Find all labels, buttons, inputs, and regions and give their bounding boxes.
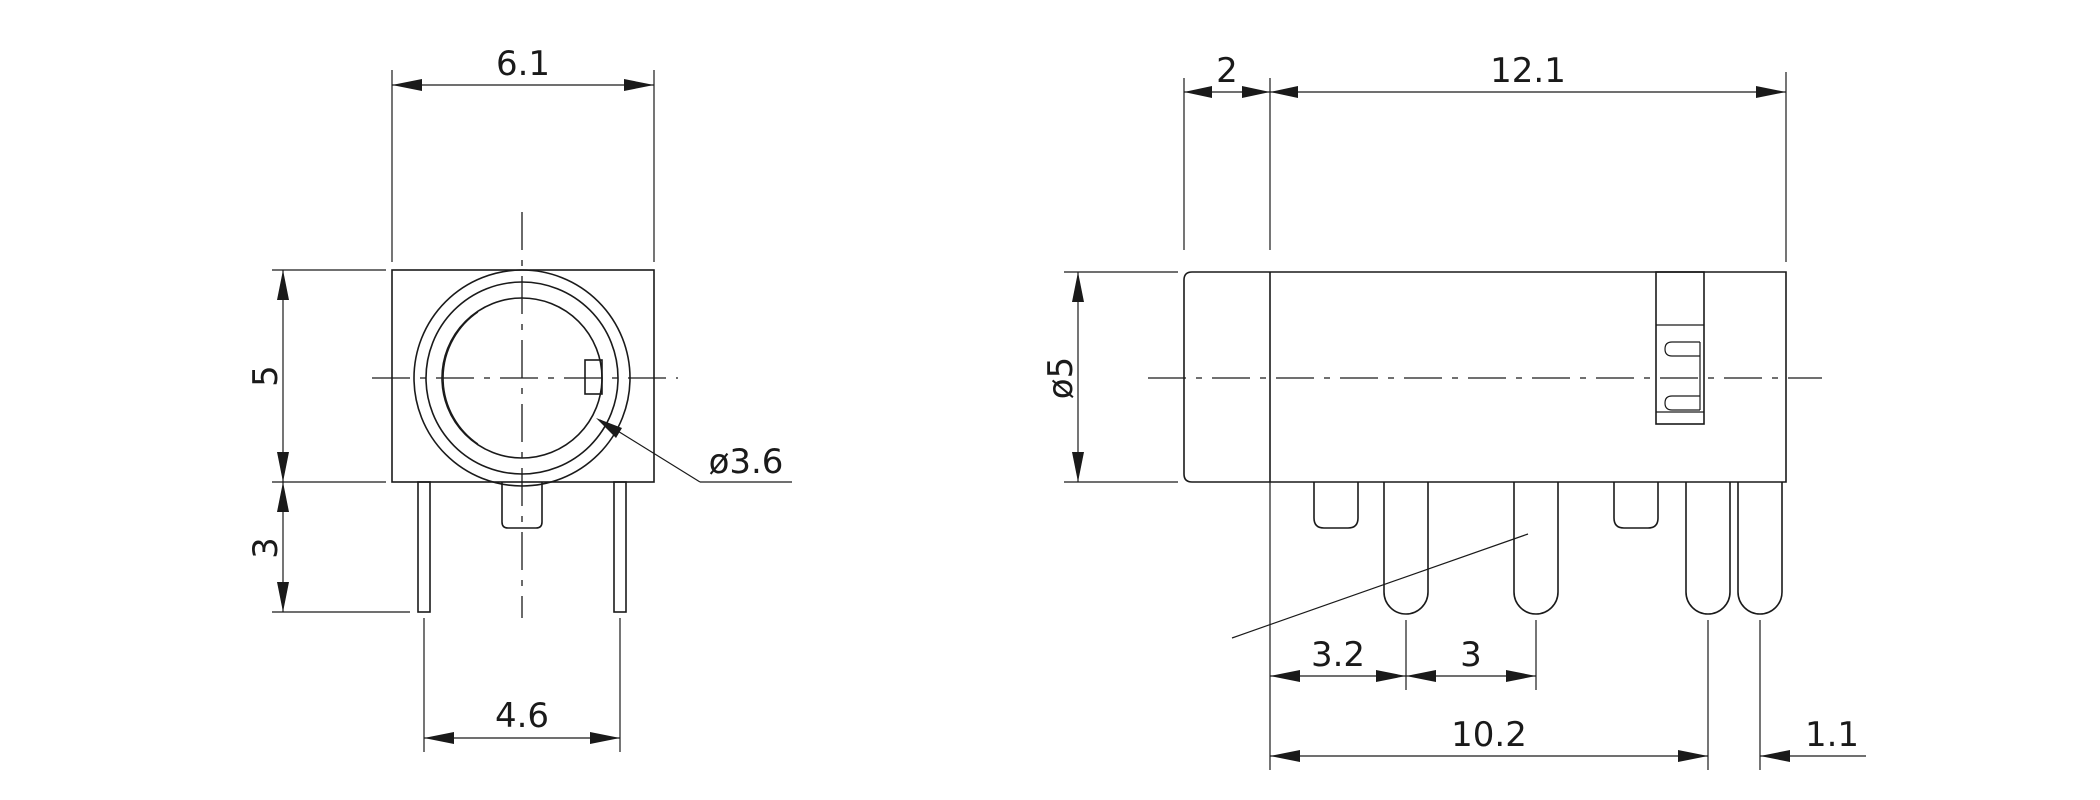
arrowhead bbox=[1072, 452, 1084, 482]
height-dim-label: 5 bbox=[246, 365, 286, 387]
arrowhead bbox=[590, 732, 620, 744]
arrowhead bbox=[1270, 750, 1300, 762]
front-body-outline bbox=[391, 269, 655, 483]
front-view: 6.1 5 3 4.6 ø3.6 bbox=[246, 44, 792, 752]
arrowhead bbox=[1270, 86, 1298, 98]
side-body-outline bbox=[1183, 271, 1787, 483]
flange-dim-label: 2 bbox=[1216, 51, 1238, 91]
overall-pin-dim-label: 10.2 bbox=[1451, 715, 1527, 755]
long-pin-4 bbox=[1737, 482, 1783, 615]
arrowhead bbox=[424, 732, 454, 744]
arrowhead bbox=[1242, 86, 1270, 98]
arrowhead bbox=[1760, 750, 1790, 762]
arrowhead bbox=[392, 79, 422, 91]
arrowhead bbox=[596, 418, 622, 438]
arrowhead bbox=[1072, 272, 1084, 302]
front-right-pin bbox=[613, 481, 627, 613]
section-leader bbox=[1231, 533, 1529, 639]
side-view: 2 12.1 ø5 3.2 3 10.2 1.1 bbox=[1041, 51, 1866, 770]
arrowhead bbox=[1506, 670, 1536, 682]
arrowhead bbox=[1376, 670, 1406, 682]
arrowhead bbox=[1756, 86, 1786, 98]
arrowhead bbox=[1270, 670, 1300, 682]
arrowhead bbox=[1678, 750, 1708, 762]
arrowhead bbox=[624, 79, 654, 91]
body-length-dim-label: 12.1 bbox=[1490, 51, 1566, 91]
spring-contact-2 bbox=[1664, 395, 1700, 411]
diameter-dim-label: ø5 bbox=[1041, 357, 1081, 399]
short-pin-2 bbox=[1613, 482, 1659, 529]
spring-contact bbox=[1664, 341, 1700, 357]
long-pin-2 bbox=[1513, 482, 1559, 615]
front-center-pin bbox=[501, 482, 543, 529]
arrowhead bbox=[277, 482, 289, 512]
pin-length-dim-label: 3 bbox=[246, 537, 286, 559]
contact-tab bbox=[584, 359, 603, 395]
pin-spacing-dim-label: 4.6 bbox=[495, 696, 549, 736]
long-pin-1 bbox=[1383, 482, 1429, 615]
pitch-a-dim-label: 3.2 bbox=[1311, 635, 1365, 675]
long-pin-3 bbox=[1685, 482, 1731, 615]
arrowhead bbox=[277, 582, 289, 612]
short-pin-1 bbox=[1313, 482, 1359, 529]
bore-dim-label: ø3.6 bbox=[709, 442, 784, 482]
width-dim-label: 6.1 bbox=[496, 44, 550, 84]
pin-width-dim-label: 1.1 bbox=[1805, 715, 1859, 755]
arrowhead bbox=[277, 270, 289, 300]
front-left-pin bbox=[417, 481, 431, 613]
arrowhead bbox=[1406, 670, 1436, 682]
arrowhead bbox=[1184, 86, 1212, 98]
arrowhead bbox=[277, 452, 289, 482]
switch-window bbox=[1655, 271, 1705, 425]
pitch-b-dim-label: 3 bbox=[1460, 635, 1482, 675]
